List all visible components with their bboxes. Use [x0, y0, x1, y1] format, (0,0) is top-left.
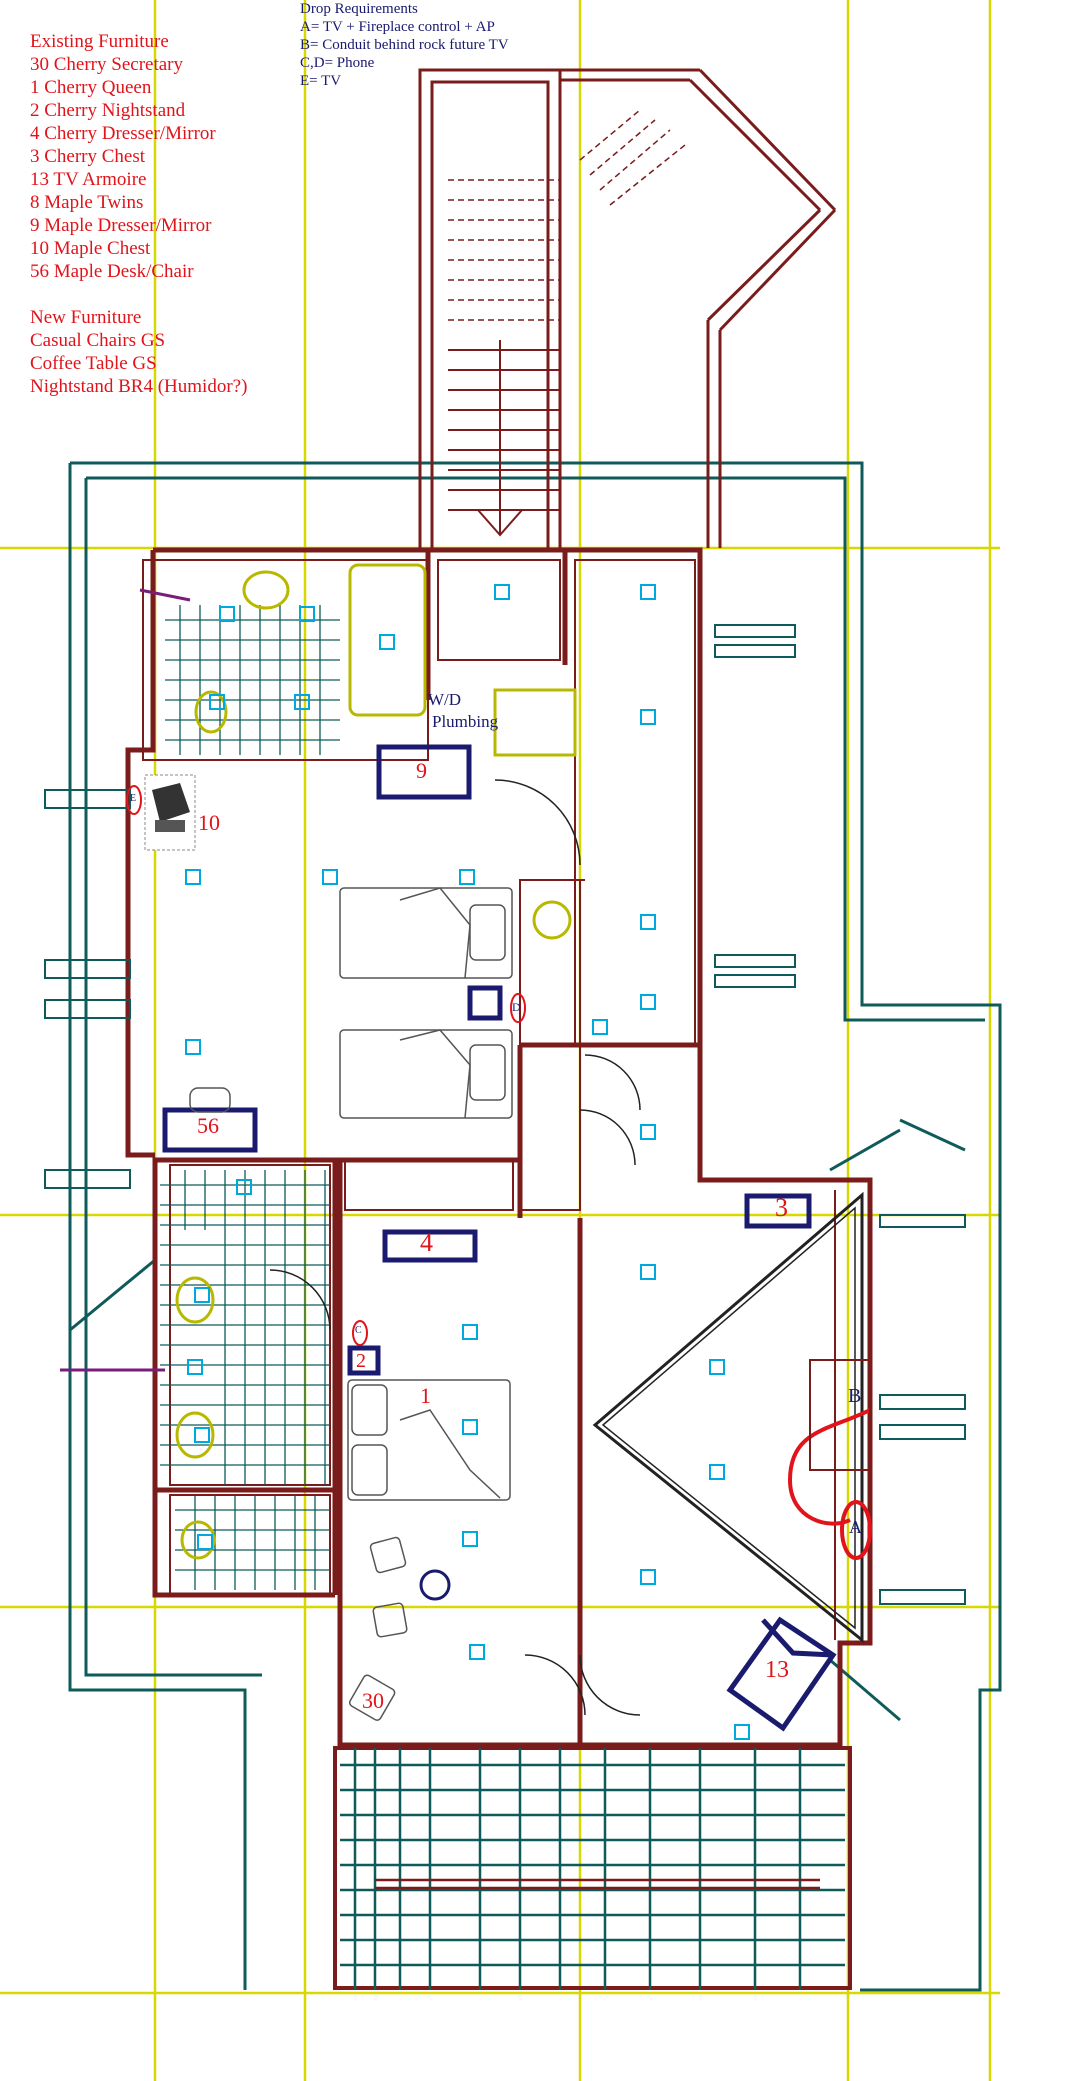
furniture-label-10: 10 [198, 810, 220, 835]
furniture-label-13: 13 [765, 1657, 789, 1683]
legend-item: Coffee Table GS [30, 353, 157, 374]
legend-item: Casual Chairs GS [30, 330, 166, 351]
legend-item: 2 Cherry Nightstand [30, 100, 186, 121]
furniture-boxes [162, 744, 837, 1732]
drops-item: B= Conduit behind rock future TV [300, 37, 509, 53]
legend-item: 30 Cherry Secretary [30, 54, 183, 75]
furniture-label-30: 30 [362, 1688, 384, 1713]
legend-existing-title: Existing Furniture [30, 31, 169, 52]
furniture-label-9: 9 [416, 758, 427, 783]
legend-item: 10 Maple Chest [30, 238, 151, 259]
drop-requirements-legend: Drop Requirements A= TV + Fireplace cont… [300, 0, 620, 90]
furniture-label-3: 3 [775, 1193, 788, 1222]
queen-bed [347, 1379, 511, 1501]
drop-label-d: D [512, 1000, 521, 1014]
legend-item: 9 Maple Dresser/Mirror [30, 215, 212, 236]
legend-item: 3 Cherry Chest [30, 146, 146, 167]
deck [333, 1746, 852, 1990]
legend-item: 4 Cherry Dresser/Mirror [30, 123, 216, 144]
drops-item: E= TV [300, 73, 342, 89]
drop-label-b: B [848, 1385, 862, 1407]
legend-item: 1 Cherry Queen [30, 77, 152, 98]
legend-item: 56 Maple Desk/Chair [30, 261, 194, 282]
drops-item: C,D= Phone [300, 55, 375, 71]
tv-icon [144, 774, 196, 851]
drop-label-a: A [849, 1517, 862, 1537]
plumbing-label: Plumbing [432, 712, 499, 731]
casual-chairs [348, 1536, 451, 1721]
bath-tile-grid [160, 605, 340, 1590]
furniture-label-1: 1 [420, 1383, 431, 1408]
legend-item: 8 Maple Twins [30, 192, 144, 213]
furniture-legend: Existing Furniture 30 Cherry Secretary 1… [30, 30, 320, 398]
legend-item: Nightstand BR4 (Humidor?) [30, 376, 248, 397]
drops-item: A= TV + Fireplace control + AP [300, 19, 495, 35]
door-swings [269, 779, 641, 1716]
electrical-fixtures [185, 584, 750, 1740]
vault-triangle [592, 1191, 864, 1644]
furniture-label-4: 4 [420, 1228, 433, 1257]
drop-label-e: E [130, 793, 137, 804]
bath-fixtures [175, 563, 577, 1560]
furniture-label-2: 2 [356, 1350, 366, 1372]
drop-label-c: C [355, 1325, 362, 1336]
furniture-label-56: 56 [197, 1113, 219, 1138]
legend-item: 13 TV Armoire [30, 169, 147, 190]
legend-new-title: New Furniture [30, 307, 142, 328]
drops-title: Drop Requirements [300, 1, 418, 17]
walls [125, 547, 873, 1748]
twin-beds [339, 887, 513, 1119]
stair-treads [448, 109, 686, 321]
drop-annotations [126, 785, 872, 1560]
outer-frame [68, 461, 1002, 1992]
wd-label: W/D [428, 690, 462, 709]
